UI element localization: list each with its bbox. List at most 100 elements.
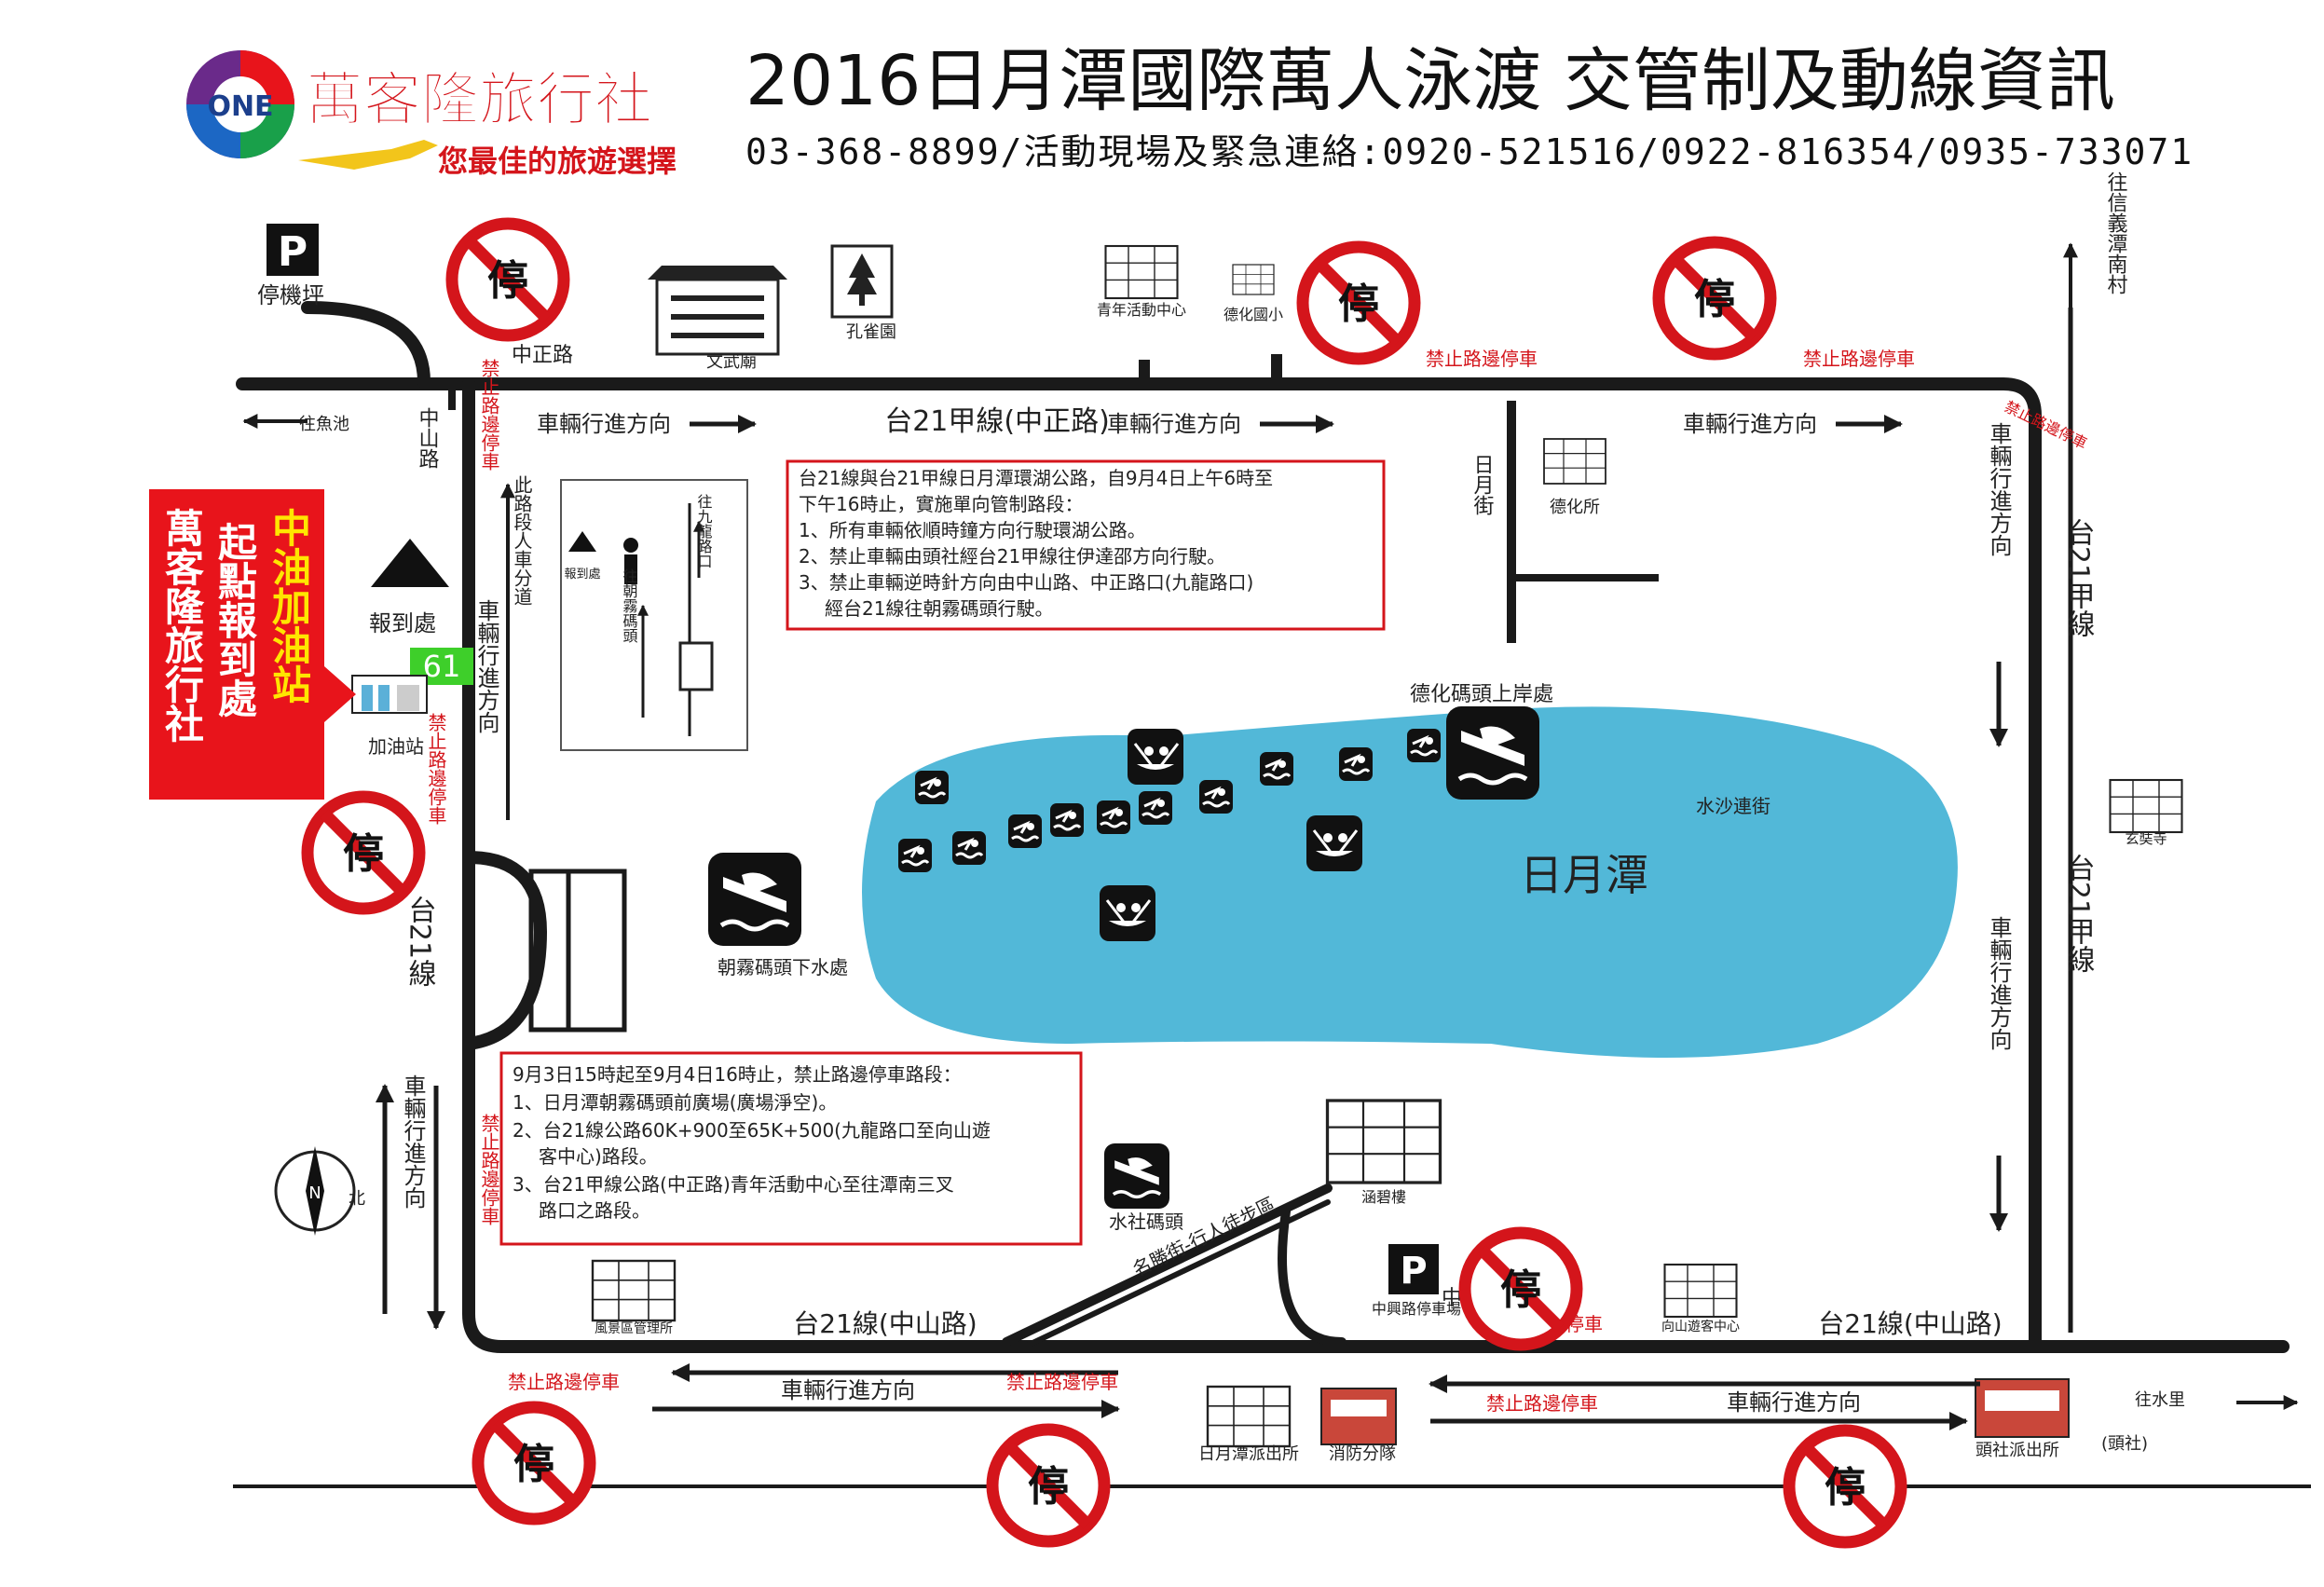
swimmer-icon — [913, 769, 950, 806]
np-left-mid: 禁止路邊停車 — [425, 713, 447, 825]
canoe-icon — [1126, 727, 1185, 787]
no-parking-sign: 停 — [992, 1430, 1104, 1541]
vertical-road-labels: 中山路 往信義潭南村 日月街 台21線 台21甲線 台21甲線 此路段人車分道 … — [403, 171, 2128, 987]
road-tai21-left: 台21線 — [403, 896, 436, 988]
svg-text:停: 停 — [1694, 276, 1735, 323]
np-bottom2: 禁止路邊停車 — [1006, 1371, 1118, 1393]
brand-logo: ONE 萬客隆旅行社 您最佳的旅遊選擇 — [186, 50, 677, 179]
no-parking-sign: 停 — [1659, 242, 1770, 354]
toushe-police-icon — [1975, 1378, 2070, 1438]
svg-text:停: 停 — [513, 1441, 554, 1488]
notice-box-2: 9月3日15時起至9月4日16時止，禁止路邊停車路段： 1、日月潭朝霧碼頭前廣場… — [499, 1051, 1083, 1246]
notice2-item2a: 2、台21線公路60K+900至65K+500(九龍路口至向山遊 — [513, 1119, 991, 1142]
dir-left-lower: 車輛行進方向 — [400, 1074, 426, 1209]
label-registration: 報到處 — [369, 610, 436, 636]
no-parking-sign: 停 — [478, 1407, 590, 1519]
compass-north: 北 — [349, 1189, 365, 1209]
youth-center-icon — [1104, 244, 1179, 300]
no-parking-sign: 停 — [1789, 1430, 1901, 1542]
np-bottom1: 禁止路邊停車 — [508, 1371, 620, 1393]
callout-gas: 中油加油站 — [267, 508, 312, 704]
np-top2: 禁止路邊停車 — [1803, 348, 1915, 370]
logo-text: ONE — [207, 90, 273, 123]
swimmer-icon — [950, 829, 988, 867]
police-station-icon — [1206, 1385, 1292, 1448]
swimmer-icon — [1405, 727, 1442, 764]
road-shuisha-st: 水沙連街 — [1696, 795, 1770, 817]
label-toushe-note: (頭社) — [2101, 1434, 2148, 1454]
svg-text:停: 停 — [1825, 1464, 1866, 1512]
notice2-item1: 1、日月潭朝霧碼頭前廣場(廣場淨空)。 — [513, 1091, 837, 1114]
parking-letter: P — [278, 228, 308, 276]
label-dehua-school: 德化國小 — [1224, 306, 1283, 323]
callout-start: 起點報到處 — [212, 522, 258, 718]
gas-station-icon — [351, 675, 428, 714]
fire-station-icon — [1320, 1388, 1397, 1445]
svg-text:停: 停 — [487, 257, 528, 305]
notice2-intro: 9月3日15時起至9月4日16時止，禁止路邊停車路段： — [513, 1063, 962, 1086]
label-kongque-garden: 孔雀園 — [846, 322, 896, 342]
swimmer-icon — [1258, 750, 1295, 787]
scenic-admin-icon — [591, 1259, 677, 1322]
notice1-item1: 1、所有車輛依順時鐘方向行駛環湖公路。 — [799, 519, 1146, 541]
dir-left-upper: 車輛行進方向 — [473, 599, 499, 733]
notice2-item3b: 路口之路段。 — [539, 1199, 650, 1222]
notice1-item2: 2、禁止車輛由頭社經台21甲線往伊達邵方向行駛。 — [799, 545, 1225, 568]
road-zhongzheng: 中正路 — [512, 344, 573, 367]
label-xuanzang-temple: 玄奘寺 — [2125, 830, 2167, 847]
road-tai21a-top: 台21甲線(中正路) — [884, 405, 1110, 438]
hanbi-building-icon — [1325, 1099, 1442, 1184]
page-title: 2016日月潭國際萬人泳渡 交管制及動線資訊 — [745, 41, 2115, 121]
svg-text:停: 停 — [1500, 1266, 1541, 1314]
np-bottom3: 禁止路邊停車 — [1486, 1392, 1598, 1415]
brand-slogan: 您最佳的旅遊選擇 — [438, 144, 677, 179]
label-zhongxing-parking: 中興路停車場 — [1372, 1300, 1461, 1318]
compass-n: N — [308, 1183, 321, 1203]
contact-line: 03-368-8899/活動現場及緊急連絡:0920-521516/0922-8… — [745, 131, 2194, 172]
xuanzang-temple-icon — [2109, 778, 2183, 834]
no-parking-signs: 停 停 停 停 停 停 停 停 — [308, 224, 1901, 1542]
tree-icon — [830, 244, 894, 319]
swimmer-icon — [1095, 799, 1132, 836]
person-icon — [623, 538, 638, 553]
shuishe-pier-icon — [1102, 1142, 1171, 1211]
swimmer-icon — [1337, 746, 1374, 783]
label-fire-brigade: 消防分隊 — [1329, 1444, 1396, 1464]
label-xiangshan-center: 向山遊客中心 — [1661, 1319, 1740, 1334]
notice1-intro2: 下午16時止，實施單向管制路段： — [799, 493, 1083, 515]
swimmer-icon — [1006, 813, 1044, 850]
dir-top-mid: 車輛行進方向 — [1107, 411, 1241, 437]
dir-top-right: 車輛行進方向 — [1683, 411, 1817, 437]
zhongxing-parking-letter: P — [1400, 1250, 1427, 1293]
label-dehua-pier: 德化碼頭上岸處 — [1410, 683, 1553, 706]
xiangshan-center-icon — [1663, 1263, 1738, 1319]
label-scenic-admin: 風景區管理所 — [595, 1321, 673, 1336]
canoe-icon — [1098, 883, 1157, 943]
label-police-station: 日月潭派出所 — [1198, 1444, 1299, 1464]
registration-icon — [371, 539, 449, 587]
no-parking-sign: 停 — [1303, 247, 1415, 359]
label-registration-small: 報到處 — [564, 568, 600, 581]
dir-right-lower: 車輛行進方向 — [1986, 916, 2012, 1050]
parking-icon — [267, 224, 319, 276]
zhongxing-parking-icon — [1388, 1244, 1439, 1294]
callout-agency: 萬客隆旅行社 — [159, 508, 205, 743]
wenwu-temple-icon — [648, 266, 787, 356]
road-tai21-bottom-left: 台21線(中山路) — [793, 1308, 977, 1339]
dehua-office-icon — [1543, 438, 1606, 485]
no-parking-sign: 停 — [308, 797, 419, 909]
callout-panel — [149, 489, 356, 800]
road-riyue: 日月街 — [1470, 454, 1495, 515]
svg-text:停: 停 — [343, 830, 384, 878]
label-chaowu-pier: 朝霧碼頭下水處 — [718, 956, 848, 978]
label-gas-station: 加油站 — [368, 735, 424, 758]
swimmer-icon — [1048, 801, 1086, 839]
label-parking-lot: 停機坪 — [257, 282, 324, 308]
road-zhongshan: 中山路 — [416, 407, 440, 469]
road-tai21-bottom-right: 台21線(中山路) — [1818, 1308, 2002, 1339]
road-network — [233, 242, 2311, 1488]
gas-number: 61 — [423, 649, 461, 684]
compass-icon: N 北 — [274, 1146, 365, 1236]
road-to-yuchi: 往魚池 — [299, 415, 349, 434]
